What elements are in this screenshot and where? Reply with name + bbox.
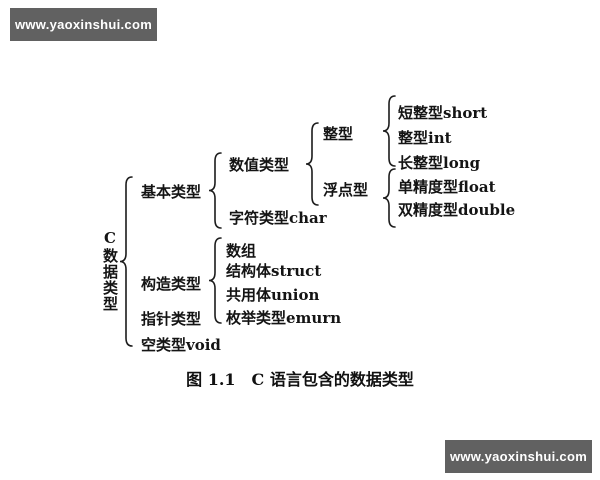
brace-numeric-types: [305, 122, 319, 206]
node-integer-types: 整型: [323, 125, 354, 143]
node-numeric-types: 数值类型: [229, 156, 290, 174]
node-constructed-types: 构造类型: [141, 275, 202, 293]
node-double: 双精度型double: [398, 201, 516, 219]
brace-basic-types: [208, 152, 222, 229]
node-array: 数组: [226, 242, 257, 260]
brace-root: [119, 176, 133, 347]
brace-integer-types: [382, 95, 396, 167]
node-int: 整型int: [398, 129, 452, 147]
node-long-int: 长整型long: [398, 154, 481, 172]
watermark-bottom: www.yaoxinshui.com: [445, 440, 592, 473]
node-floating-types: 浮点型: [323, 181, 369, 199]
brace-floating-types: [382, 168, 396, 228]
brace-constructed-types: [208, 237, 222, 324]
node-short-int: 短整型short: [398, 104, 488, 122]
figure-caption: 图 1.1 C 语言包含的数据类型: [186, 370, 414, 389]
node-basic-types: 基本类型: [141, 183, 202, 201]
watermark-top: www.yaoxinshui.com: [10, 8, 157, 41]
node-float: 单精度型float: [398, 178, 496, 196]
node-enum: 枚举类型emurn: [226, 309, 342, 327]
node-void-type: 空类型void: [141, 336, 221, 354]
node-pointer-type: 指针类型: [141, 310, 202, 328]
node-char-type: 字符类型char: [229, 209, 327, 227]
node-root-c-data-types: C数据类型: [101, 229, 119, 312]
node-union: 共用体union: [226, 286, 320, 304]
node-struct: 结构体struct: [226, 262, 322, 280]
